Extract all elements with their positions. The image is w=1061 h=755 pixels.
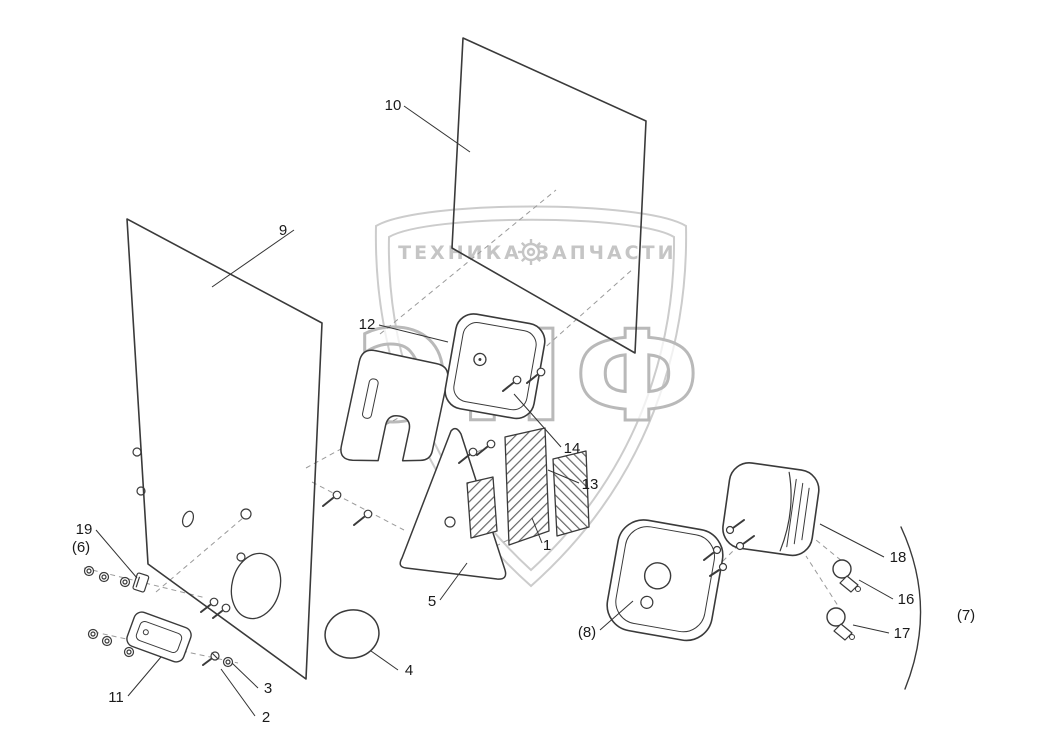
- plate-11: [126, 611, 192, 663]
- studs-lamp-8: [703, 545, 728, 577]
- callout-12: 12: [359, 316, 376, 333]
- bulb-16: [832, 559, 861, 593]
- callout-6: (6): [72, 539, 90, 556]
- leader-lines: [95, 105, 894, 717]
- lamp-lens-18: [722, 462, 820, 557]
- callout-17: 17: [894, 625, 911, 642]
- lamp-body-8: [606, 519, 724, 642]
- callout-5: 5: [428, 593, 436, 610]
- watermark-banner-left: ТЕХНИКА: [398, 242, 522, 264]
- nut-2: [222, 656, 234, 668]
- group-brace-7: [900, 526, 922, 690]
- callout-2: 2: [262, 709, 270, 726]
- callout-4: 4: [405, 662, 413, 679]
- pad-4: [324, 609, 380, 659]
- callout-8: (8): [578, 624, 596, 641]
- callout-9: 9: [279, 222, 287, 239]
- callout-3: 3: [264, 680, 272, 697]
- screws-panel-lower: [200, 597, 231, 619]
- fastener-cluster-upper: [83, 565, 150, 593]
- panel-9: [126, 218, 323, 680]
- watermark-banner-right: ЗАПЧАСТИ: [536, 242, 677, 264]
- bulb-17: [826, 607, 855, 641]
- callout-14: 14: [564, 440, 581, 457]
- callout-7: (7): [957, 607, 975, 624]
- callouts: 10 9 12 14 13 19 (6) 5 1 4 3 2 11 (8) 18…: [72, 97, 975, 726]
- studs-lamp-18: [725, 519, 755, 551]
- screws-14: [502, 367, 546, 392]
- screws-panel-mid: [322, 490, 373, 526]
- reflector-stacks-13: [466, 427, 590, 546]
- callout-10: 10: [385, 97, 402, 114]
- callout-13: 13: [582, 476, 599, 493]
- panel-10: [451, 37, 647, 354]
- callout-16: 16: [898, 591, 915, 608]
- callout-19: 19: [76, 521, 93, 538]
- screw-3: [202, 651, 220, 666]
- gusset-5: [399, 427, 507, 580]
- gear-icon: [518, 239, 544, 265]
- callout-11: 11: [108, 689, 124, 706]
- callout-1: 1: [543, 537, 551, 554]
- callout-18: 18: [890, 549, 907, 566]
- parts: [83, 37, 922, 690]
- lamp-housing-12: [444, 313, 546, 420]
- fastener-cluster-lower: [87, 628, 135, 658]
- screws-13: [458, 439, 496, 464]
